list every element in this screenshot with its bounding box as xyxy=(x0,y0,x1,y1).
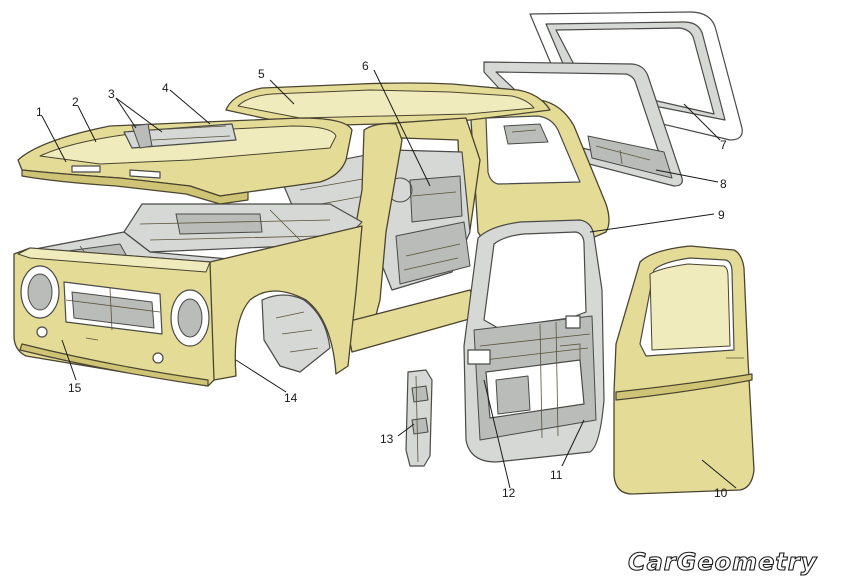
callout-15: 15 xyxy=(68,381,82,395)
callout-3: 3 xyxy=(108,87,115,101)
callout-5: 5 xyxy=(258,67,265,81)
body-shell xyxy=(13,82,610,387)
callout-8: 8 xyxy=(720,177,727,191)
front-door-outer-panel xyxy=(613,245,755,495)
callout-11: 11 xyxy=(550,468,563,482)
callout-2: 2 xyxy=(72,95,79,109)
callout-7: 7 xyxy=(720,138,727,152)
front-door-inner-panel xyxy=(463,219,605,463)
callout-9: 9 xyxy=(718,208,725,222)
callout-labels: 1 2 3 4 5 6 7 8 9 10 11 12 13 14 15 xyxy=(36,59,728,500)
watermark-text: CarGeometry xyxy=(628,548,818,576)
callout-14: 14 xyxy=(284,391,298,405)
pillar-reinforcement xyxy=(405,369,433,467)
callout-10: 10 xyxy=(714,486,728,500)
callout-12: 12 xyxy=(502,486,516,500)
callout-6: 6 xyxy=(362,59,369,73)
callout-13: 13 xyxy=(380,432,394,446)
callout-1: 1 xyxy=(36,105,43,119)
leader-lines xyxy=(41,69,737,489)
hood-panel xyxy=(17,117,353,205)
callout-4: 4 xyxy=(162,81,169,95)
